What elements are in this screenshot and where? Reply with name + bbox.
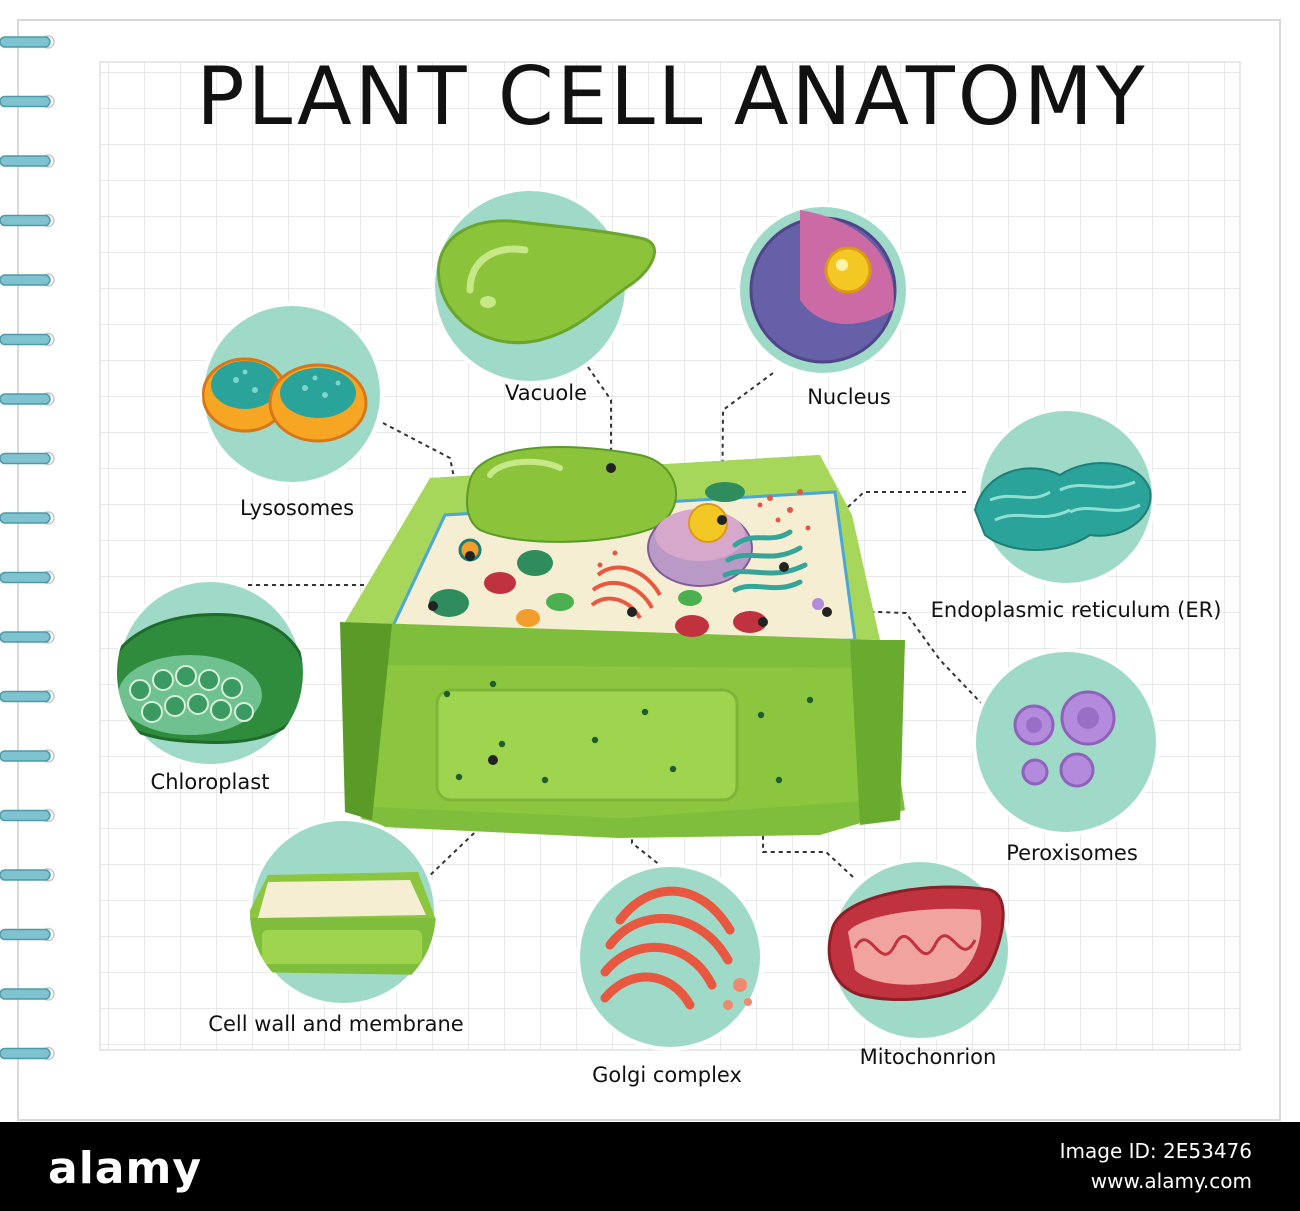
label-vacuole: Vacuole — [505, 381, 587, 405]
stock-footer-bar — [0, 1122, 1300, 1211]
binding-ring — [0, 631, 51, 643]
alamy-logo: alamy — [48, 1143, 202, 1194]
label-chloroplast: Chloroplast — [151, 770, 270, 794]
label-nucleus: Nucleus — [807, 385, 891, 409]
binding-ring — [0, 928, 51, 941]
vacuole-bubble — [431, 187, 656, 385]
label-mitochondrion: Mitochonrion — [860, 1045, 997, 1069]
diagram-labels: Vacuole Nucleus Lysosomes Endoplasmic re… — [151, 381, 1222, 1087]
binding-ring — [0, 571, 51, 584]
binding-ring — [0, 512, 51, 524]
page-title: PLANT CELL ANATOMY — [196, 50, 1147, 143]
binding-ring — [0, 333, 51, 346]
binding-ring — [0, 690, 51, 703]
binding-ring — [0, 36, 51, 48]
label-golgi: Golgi complex — [592, 1063, 742, 1087]
binding-ring — [0, 214, 51, 227]
binding-ring — [0, 452, 51, 465]
mitochondrion-bubble — [827, 858, 1012, 1042]
spiral-binding — [0, 35, 55, 1061]
binding-ring — [0, 274, 51, 286]
footer-image-info: Image ID: 2E53476 www.alamy.com — [1060, 1136, 1252, 1196]
binding-ring — [0, 809, 51, 822]
central-plant-cell — [340, 446, 905, 838]
binding-ring — [0, 869, 51, 881]
lysosomes-bubble — [200, 302, 384, 486]
binding-ring — [0, 95, 51, 108]
cell-wall-bubble — [248, 817, 438, 1007]
binding-ring — [0, 988, 51, 1000]
binding-ring — [0, 155, 51, 167]
nucleus-bubble — [736, 203, 910, 377]
peroxisomes-bubble — [972, 648, 1160, 836]
binding-ring — [0, 393, 51, 405]
binding-ring — [0, 750, 51, 762]
label-peroxisomes: Peroxisomes — [1006, 841, 1138, 865]
label-cell-wall: Cell wall and membrane — [208, 1012, 463, 1036]
golgi-bubble — [576, 863, 764, 1051]
site-url-text: www.alamy.com — [1090, 1169, 1252, 1193]
label-er: Endoplasmic reticulum (ER) — [931, 598, 1222, 622]
label-lysosomes: Lysosomes — [240, 496, 354, 520]
binding-ring — [0, 1047, 51, 1060]
er-bubble — [973, 407, 1156, 587]
image-id-text: Image ID: 2E53476 — [1059, 1139, 1252, 1163]
chloroplast-bubble — [115, 578, 305, 768]
